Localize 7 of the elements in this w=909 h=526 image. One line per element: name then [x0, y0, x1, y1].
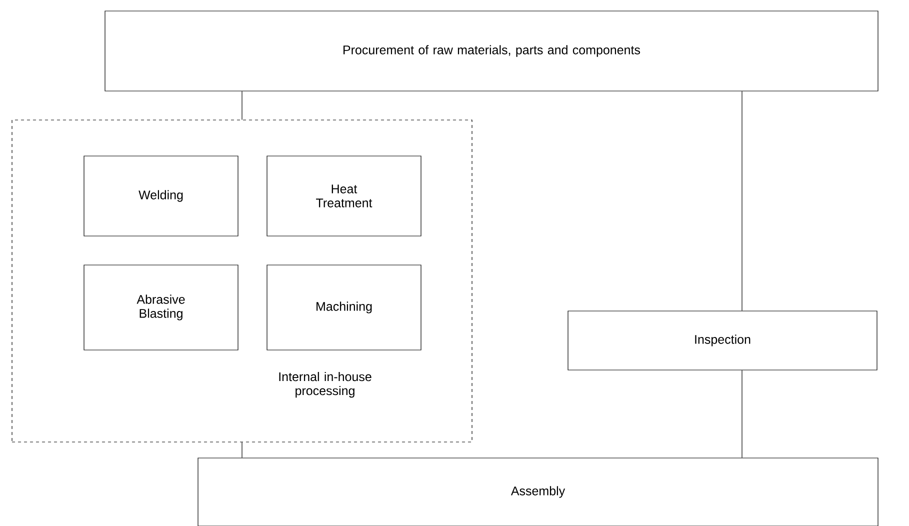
process-box: Welding [84, 156, 238, 236]
process-box: Heat Treatment [266, 156, 422, 236]
process-box: Abrasive Blasting [84, 264, 238, 350]
process-box: Procurement of raw materials, parts and components [104, 10, 878, 92]
process-box: Machining [266, 264, 422, 350]
process-box: Assembly [198, 458, 878, 526]
process-box: Inspection [568, 310, 878, 370]
